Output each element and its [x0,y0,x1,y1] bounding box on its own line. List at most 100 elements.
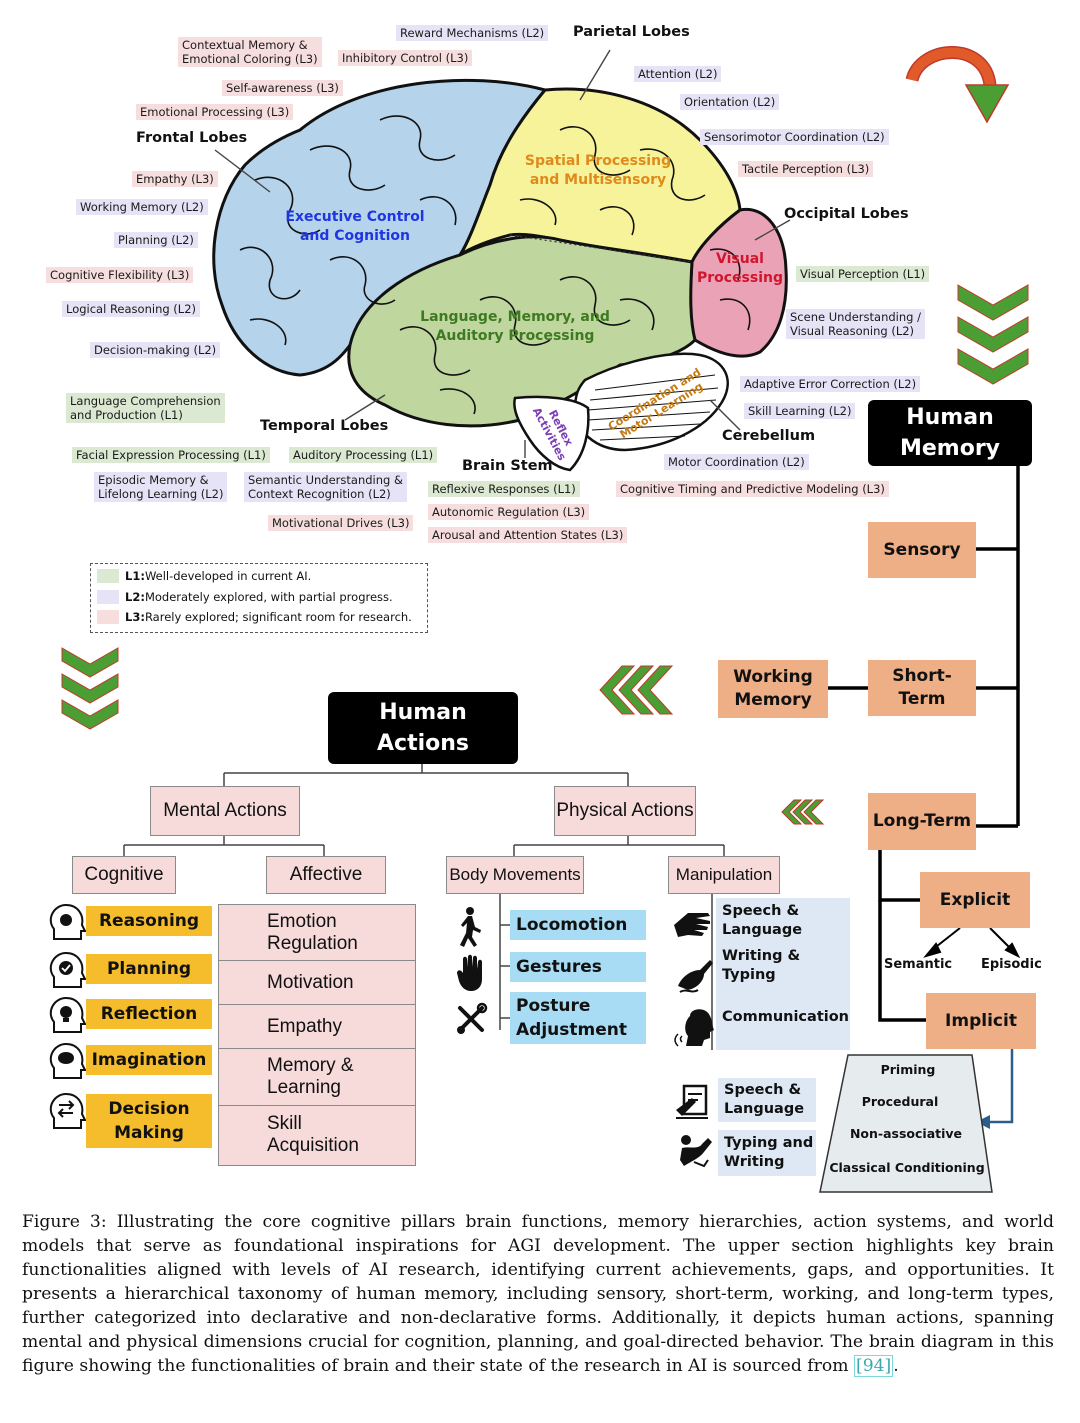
legend-swatch-l2 [97,590,119,604]
curved-arrow-head [964,84,1010,124]
tag-line: Scene Understanding / [790,310,921,324]
tag-cognitive-timing: Cognitive Timing and Predictive Modeling… [616,481,889,497]
cerebellum-lines [587,374,719,441]
tag-sensorimotor: Sensorimotor Coordination (L2) [700,129,889,145]
tag-contextual-memory: Contextual Memory &Emotional Coloring (L… [178,37,322,67]
curved-arrow [907,47,995,86]
implicit-arrow-head [976,1115,990,1129]
caption-citation-link[interactable]: [94] [853,1355,894,1377]
tag-tactile: Tactile Perception (L3) [738,161,874,177]
implicit-arrow [984,1048,1014,1124]
affective-label: Memory &Learning [267,1055,354,1099]
memory-title-line-1: Human [906,405,994,430]
cerebellum-title: Cerebellum [722,428,816,444]
tag-line: Semantic Understanding & [248,473,403,487]
pointer-lines [214,49,791,458]
affective-line: Motivation [267,971,354,993]
affective-line: Regulation [267,932,358,954]
tag-decision-making: Decision-making (L2) [90,342,221,358]
human-memory-title: Human Memory [868,400,1032,466]
cognitive-decision-making: Decision Making [86,1094,212,1148]
mental-actions-box: Mental Actions [150,786,300,836]
tag-line: Lifelong Learning (L2) [98,487,224,501]
decision-line-1: Decision [108,1099,190,1119]
brain-stem-title: Brain Stem [462,458,553,474]
implicit-types-trapezoid [819,1054,993,1193]
tag-logical-reasoning: Logical Reasoning (L2) [62,301,201,317]
tag-motor-coordination: Motor Coordination (L2) [664,454,809,470]
occipital-label-line-1: Visual [716,251,764,267]
physical-actions-box: Physical Actions [554,786,696,836]
chevrons-left-large [599,665,674,715]
tag-cognitive-flexibility: Cognitive Flexibility (L3) [46,267,194,283]
chevrons-left-small [781,799,825,825]
temporal-lobes-title: Temporal Lobes [260,418,389,434]
tag-line: and Production (L1) [70,408,183,422]
manip-line: Speech & [722,903,800,919]
body-posture-adjustment: Posture Adjustment [510,992,646,1044]
short-term-line-1: Short- [892,666,952,686]
cognitive-reflection: Reflection [86,999,212,1029]
tag-line: Visual Reasoning (L2) [790,324,915,338]
posture-line-2: Adjustment [516,1020,627,1040]
tag-line: Context Recognition (L2) [248,487,391,501]
chevrons-down-left [61,647,119,730]
affective-line: Memory & [267,1055,354,1076]
manipulation-communication: Communication [722,1009,850,1025]
cognitive-planning: Planning [86,954,212,984]
affective-empathy: Empathy [219,1005,415,1049]
memory-explicit: Explicit [920,872,1030,928]
lobe-separator [509,234,693,263]
manip-line: Typing [722,967,776,983]
memory-working: Working Memory [718,660,828,718]
manipulation-speech-language: Speech &Language [722,902,802,940]
extra-speech-label: Speech &Language [724,1081,804,1119]
chevrons-down-right [957,284,1029,385]
manipulation-writing-typing: Writing & Typing [722,947,800,985]
legend-key-l3: L3: [125,610,145,624]
brain-gyri [239,115,751,415]
manipulation-box: Manipulation [668,856,780,894]
caption-end: . [893,1356,899,1376]
tag-motivational-drives: Motivational Drives (L3) [268,515,414,531]
affective-line: Skill [267,1112,302,1134]
explicit-arrows [923,927,1021,959]
affective-line: Acquisition [267,1134,359,1156]
affective-motivation: Motivation [219,961,415,1005]
frontal-label-line-1: Executive Control [285,209,425,225]
caption-text: Figure 3: Illustrating the core cognitiv… [22,1212,1054,1376]
short-term-line-2: Term [898,689,946,709]
working-line-2: Memory [734,690,812,710]
memory-connectors [828,465,1020,1022]
legend: L1: Well-developed in current AI. L2: Mo… [90,563,428,633]
tag-autonomic-regulation: Autonomic Regulation (L3) [428,504,590,520]
frontal-region-label: Executive Control and Cognition [280,208,430,246]
tag-working-memory: Working Memory (L2) [76,199,208,215]
legend-swatch-l1 [97,569,119,583]
memory-episodic: Episodic [981,957,1042,972]
tag-arousal-attention: Arousal and Attention States (L3) [428,527,628,543]
legend-text-l1: Well-developed in current AI. [144,569,312,583]
body-locomotion: Locomotion [510,910,646,940]
memory-sensory: Sensory [868,522,976,578]
tag-line: Episodic Memory & [98,473,209,487]
memory-title-line-2: Memory [899,436,1001,461]
legend-key-l1: L1: [125,569,145,583]
temporal-label-line-2: Auditory Processing [435,328,595,344]
memory-long-term: Long-Term [868,793,976,850]
parietal-region-label: Spatial Processing and Multisensory [518,152,678,190]
memory-short-term: Short- Term [868,660,976,716]
tag-line: Contextual Memory & [182,38,308,52]
tag-semantic-understanding: Semantic Understanding &Context Recognit… [244,472,407,502]
actions-title-line-2: Actions [377,731,469,756]
manip-line: Writing & [722,948,801,964]
tag-scene-understanding: Scene Understanding /Visual Reasoning (L… [786,309,925,339]
affective-memory-learning: Memory &Learning [219,1049,415,1106]
tag-reward-mechanisms: Reward Mechanisms (L2) [396,25,549,41]
legend-text-l3: Rarely explored; significant room for re… [144,610,412,624]
